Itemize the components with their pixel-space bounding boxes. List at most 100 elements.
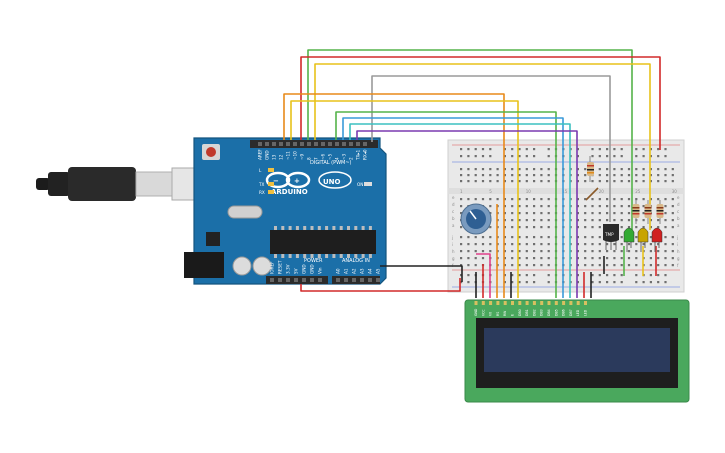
rail-hole[interactable] [474, 148, 477, 151]
breadboard-hole[interactable] [481, 250, 485, 253]
breadboard-hole[interactable] [518, 250, 521, 253]
rail-hole[interactable] [598, 274, 601, 277]
digital-pin[interactable] [258, 142, 262, 146]
analog-pin[interactable] [336, 278, 340, 282]
breadboard-hole[interactable] [511, 168, 514, 171]
breadboard-hole[interactable] [664, 205, 667, 208]
breadboard-hole[interactable] [591, 219, 594, 222]
rail-hole[interactable] [576, 148, 579, 151]
breadboard-hole[interactable] [598, 250, 601, 253]
breadboard-hole[interactable] [533, 250, 536, 253]
rail-hole[interactable] [511, 148, 514, 151]
rail-hole[interactable] [547, 281, 550, 284]
rail-hole[interactable] [664, 274, 667, 277]
lcd-pin[interactable] [569, 301, 573, 305]
breadboard-hole[interactable] [642, 198, 645, 201]
breadboard-hole[interactable] [533, 243, 536, 246]
breadboard-hole[interactable] [627, 205, 631, 208]
breadboard-hole[interactable] [657, 257, 660, 260]
breadboard-hole[interactable] [627, 198, 631, 201]
breadboard-hole[interactable] [613, 257, 616, 260]
rail-hole[interactable] [489, 148, 492, 151]
rail-hole[interactable] [533, 274, 536, 277]
breadboard-hole[interactable] [649, 180, 652, 183]
breadboard-hole[interactable] [591, 198, 594, 201]
breadboard-hole[interactable] [613, 212, 616, 215]
breadboard-hole[interactable] [525, 168, 528, 171]
breadboard-hole[interactable] [533, 212, 536, 215]
rail-hole[interactable] [598, 155, 601, 158]
breadboard-hole[interactable] [627, 257, 631, 260]
breadboard-hole[interactable] [547, 226, 550, 229]
breadboard-hole[interactable] [547, 168, 550, 171]
rail-hole[interactable] [525, 148, 528, 151]
breadboard-hole[interactable] [591, 243, 594, 246]
breadboard-hole[interactable] [671, 198, 674, 201]
breadboard-hole[interactable] [474, 236, 477, 239]
breadboard-hole[interactable] [657, 219, 660, 222]
breadboard-hole[interactable] [657, 198, 660, 201]
rail-hole[interactable] [518, 274, 521, 277]
rail-hole[interactable] [460, 281, 463, 284]
rail-hole[interactable] [481, 148, 485, 151]
breadboard-hole[interactable] [671, 226, 674, 229]
breadboard-hole[interactable] [584, 174, 587, 177]
breadboard-hole[interactable] [620, 174, 623, 177]
breadboard-hole[interactable] [635, 250, 638, 253]
breadboard-hole[interactable] [584, 168, 587, 171]
rail-hole[interactable] [533, 148, 536, 151]
breadboard-hole[interactable] [584, 180, 587, 183]
rail-hole[interactable] [620, 274, 623, 277]
breadboard-hole[interactable] [664, 236, 667, 239]
wire-orange-rs[interactable] [283, 93, 505, 298]
rail-hole[interactable] [547, 148, 550, 151]
breadboard-hole[interactable] [598, 236, 601, 239]
breadboard-hole[interactable] [657, 250, 660, 253]
rail-hole[interactable] [576, 274, 579, 277]
breadboard-hole[interactable] [591, 205, 594, 208]
rail-hole[interactable] [511, 274, 514, 277]
breadboard-hole[interactable] [467, 236, 470, 239]
breadboard-hole[interactable] [627, 219, 631, 222]
breadboard-hole[interactable] [620, 226, 623, 229]
breadboard-hole[interactable] [533, 205, 536, 208]
breadboard-hole[interactable] [642, 168, 645, 171]
usb-cable[interactable] [36, 167, 199, 201]
breadboard-hole[interactable] [613, 198, 616, 201]
breadboard-hole[interactable] [671, 243, 674, 246]
rail-hole[interactable] [635, 281, 638, 284]
breadboard-hole[interactable] [481, 174, 485, 177]
breadboard-hole[interactable] [664, 168, 667, 171]
breadboard-hole[interactable] [657, 180, 660, 183]
rail-hole[interactable] [460, 274, 463, 277]
breadboard-hole[interactable] [525, 205, 528, 208]
breadboard-hole[interactable] [598, 212, 601, 215]
breadboard-hole[interactable] [657, 174, 660, 177]
breadboard-hole[interactable] [657, 243, 660, 246]
digital-pin[interactable] [321, 142, 325, 146]
breadboard-hole[interactable] [613, 250, 616, 253]
wire-red-outer[interactable] [300, 56, 661, 150]
breadboard-hole[interactable] [525, 226, 528, 229]
breadboard-hole[interactable] [518, 226, 521, 229]
breadboard-hole[interactable] [467, 243, 470, 246]
breadboard-hole[interactable] [606, 264, 609, 267]
analog-pin[interactable] [360, 278, 364, 282]
breadboard-hole[interactable] [576, 168, 579, 171]
breadboard-hole[interactable] [547, 236, 550, 239]
breadboard-hole[interactable] [503, 226, 506, 229]
breadboard-hole[interactable] [460, 174, 463, 177]
breadboard-hole[interactable] [540, 250, 543, 253]
wire-pink-v0[interactable] [476, 253, 491, 298]
breadboard-hole[interactable] [642, 205, 645, 208]
breadboard-hole[interactable] [511, 174, 514, 177]
rail-hole[interactable] [547, 274, 550, 277]
led[interactable] [651, 227, 663, 252]
breadboard-hole[interactable] [518, 219, 521, 222]
breadboard-hole[interactable] [576, 219, 579, 222]
breadboard-hole[interactable] [503, 168, 506, 171]
breadboard-hole[interactable] [620, 264, 623, 267]
breadboard-hole[interactable] [620, 243, 623, 246]
digital-pin[interactable] [356, 142, 360, 146]
breadboard-hole[interactable] [576, 180, 579, 183]
